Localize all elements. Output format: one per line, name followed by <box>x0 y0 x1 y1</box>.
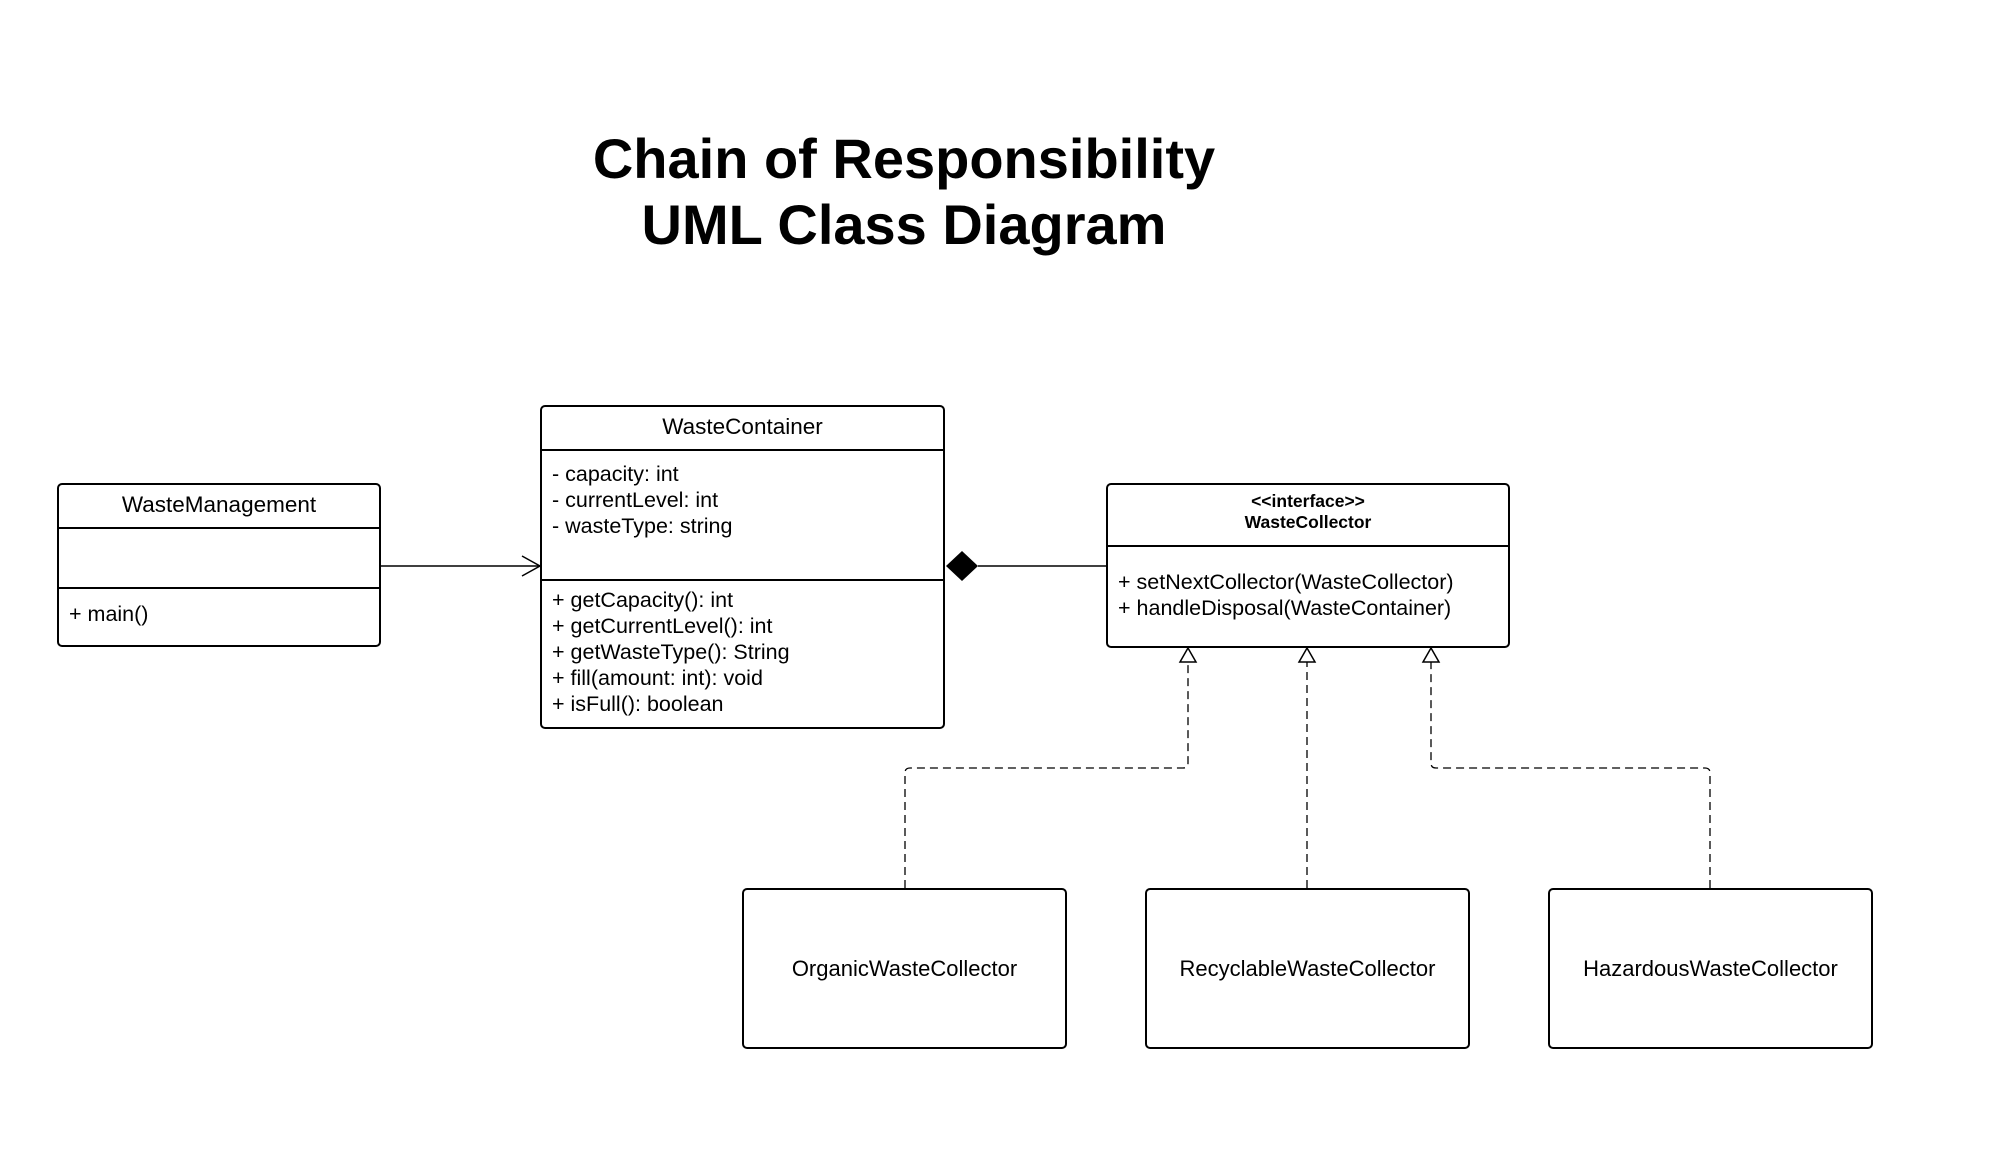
hollow-triangle-arrowhead <box>1421 646 1441 663</box>
class-organic-waste-collector[interactable]: OrganicWasteCollector <box>742 888 1067 1049</box>
method: + getCurrentLevel(): int <box>552 614 773 638</box>
realization-edge-hazardous <box>1421 646 1711 888</box>
method: + fill(amount: int): void <box>552 666 763 690</box>
method: + setNextCollector(WasteCollector) <box>1118 570 1454 594</box>
interface-waste-collector[interactable]: <<interface>> WasteCollector + setNextCo… <box>1106 483 1510 648</box>
composition-diamond <box>946 551 978 581</box>
class-name: HazardousWasteCollector <box>1583 955 1838 981</box>
attributes-compartment <box>59 527 379 587</box>
attribute: - wasteType: string <box>552 514 733 538</box>
method: + getWasteType(): String <box>552 640 790 664</box>
stereotype-label: <<interface>> <box>1251 491 1365 511</box>
methods-compartment: + getCapacity(): int + getCurrentLevel()… <box>542 579 943 717</box>
interface-header: <<interface>> WasteCollector <box>1108 485 1508 545</box>
hollow-triangle-arrowhead <box>1297 646 1317 663</box>
association-edge <box>380 555 542 577</box>
hollow-triangle-arrowhead <box>1178 646 1198 663</box>
class-name: WasteManagement <box>121 492 317 517</box>
method: + main() <box>69 602 149 626</box>
title-line-2: UML Class Diagram <box>641 193 1167 256</box>
composition-edge <box>946 551 1106 581</box>
page-title: Chain of Responsibility UML Class Diagra… <box>560 126 1248 258</box>
attributes-compartment: - capacity: int - currentLevel: int - wa… <box>542 449 943 579</box>
class-name: OrganicWasteCollector <box>791 955 1018 981</box>
method: + getCapacity(): int <box>552 588 734 612</box>
methods-compartment: + setNextCollector(WasteCollector) + han… <box>1108 545 1508 621</box>
method: + isFull(): boolean <box>552 692 724 716</box>
attribute: - currentLevel: int <box>552 488 719 512</box>
method: + handleDisposal(WasteContainer) <box>1118 596 1452 620</box>
class-recyclable-waste-collector[interactable]: RecyclableWasteCollector <box>1145 888 1470 1049</box>
class-waste-container[interactable]: WasteContainer - capacity: int - current… <box>540 405 945 729</box>
class-name: WasteCollector <box>1244 512 1372 532</box>
title-line-1: Chain of Responsibility <box>592 127 1216 190</box>
class-name: RecyclableWasteCollector <box>1179 955 1436 981</box>
class-waste-management[interactable]: WasteManagement + main() <box>57 483 381 647</box>
attribute: - capacity: int <box>552 462 679 486</box>
class-name: WasteContainer <box>662 414 823 439</box>
class-hazardous-waste-collector[interactable]: HazardousWasteCollector <box>1548 888 1873 1049</box>
realization-edge-organic <box>904 646 1198 888</box>
realization-edge-recyclable <box>1297 646 1317 888</box>
methods-compartment: + main() <box>59 587 379 627</box>
